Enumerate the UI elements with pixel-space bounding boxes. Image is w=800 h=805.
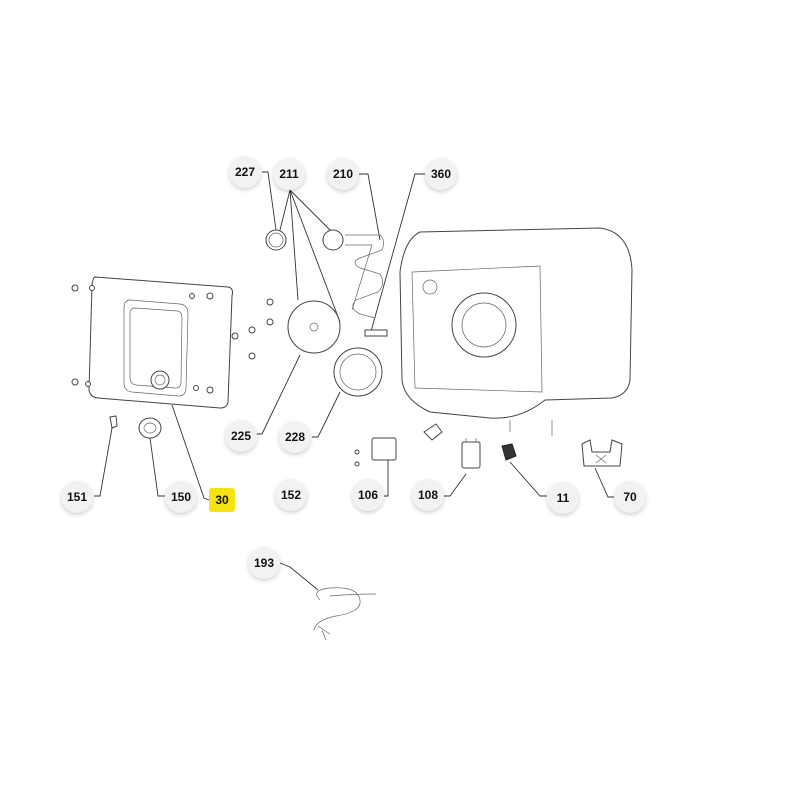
valve-part bbox=[501, 443, 517, 461]
callout-210[interactable]: 210 bbox=[327, 158, 359, 190]
bracket-part bbox=[581, 439, 623, 467]
callout-108[interactable]: 108 bbox=[412, 479, 444, 511]
callout-106[interactable]: 106 bbox=[352, 479, 384, 511]
flange-part bbox=[231, 229, 341, 360]
tank-part bbox=[399, 227, 633, 436]
callout-70[interactable]: 70 bbox=[614, 481, 646, 513]
callout-193[interactable]: 193 bbox=[248, 547, 280, 579]
heating-element-part bbox=[322, 229, 388, 337]
callout-151[interactable]: 151 bbox=[61, 481, 93, 513]
leader-lines bbox=[94, 171, 614, 591]
callout-152[interactable]: 152 bbox=[275, 479, 307, 511]
front-cover-part bbox=[71, 276, 233, 409]
callout-211[interactable]: 211 bbox=[273, 158, 305, 190]
callout-150[interactable]: 150 bbox=[165, 481, 197, 513]
callout-228[interactable]: 228 bbox=[279, 421, 311, 453]
callout-30[interactable]: 30 bbox=[209, 488, 235, 512]
cable-part bbox=[313, 587, 377, 641]
knob-part bbox=[109, 415, 162, 439]
gasket-part bbox=[333, 347, 383, 397]
safety-thermostat-part bbox=[461, 438, 481, 469]
thermostat-part bbox=[354, 423, 443, 467]
callout-227[interactable]: 227 bbox=[229, 156, 261, 188]
callout-225[interactable]: 225 bbox=[225, 420, 257, 452]
callout-360[interactable]: 360 bbox=[425, 158, 457, 190]
callout-11[interactable]: 11 bbox=[547, 482, 579, 514]
